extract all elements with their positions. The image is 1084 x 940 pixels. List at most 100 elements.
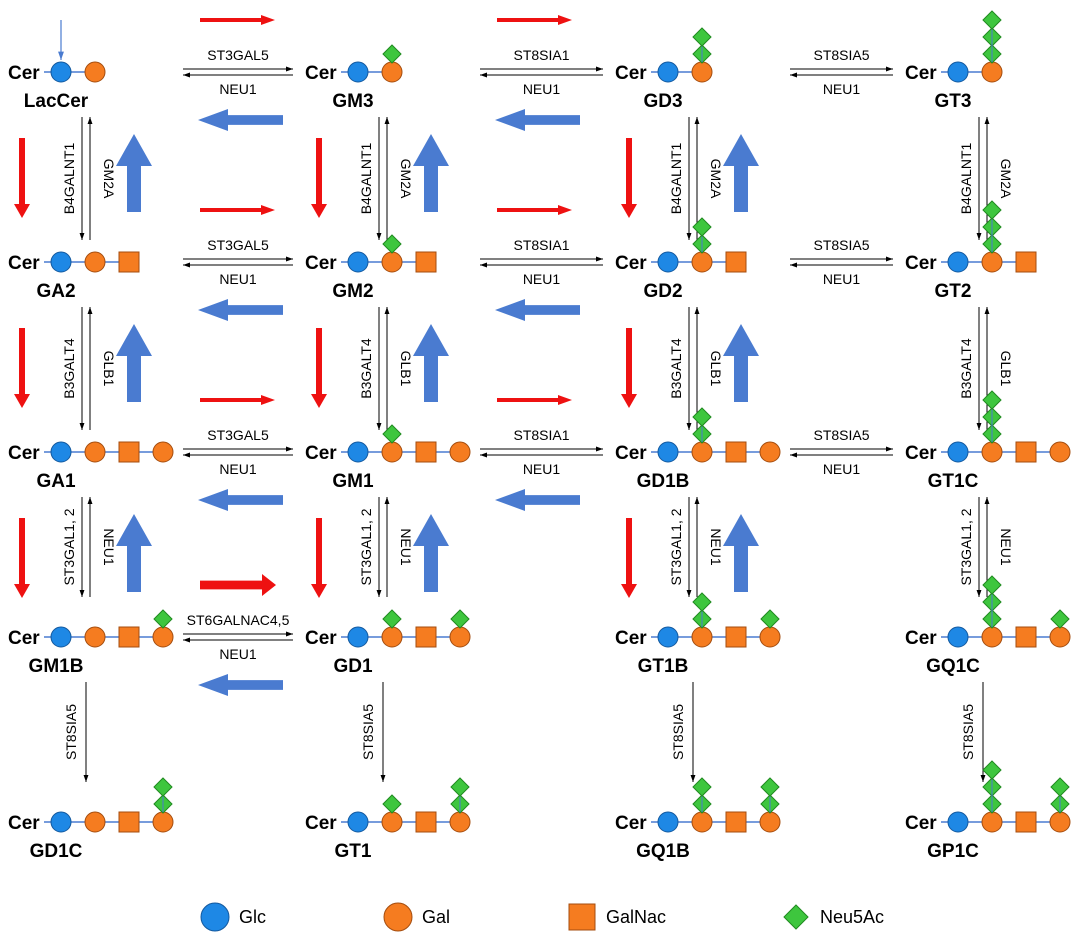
cer-label: Cer: [905, 63, 937, 84]
reverse-enzyme-label: NEU1: [823, 81, 861, 97]
forward-enzyme-label: B4GALNT1: [958, 142, 974, 214]
forward-enzyme-label: ST3GAL1, 2: [668, 508, 684, 585]
forward-enzyme-label: ST8SIA5: [360, 704, 376, 760]
glc-residue: [657, 811, 679, 833]
neu5ac-residue: [1050, 777, 1070, 797]
ganglioside-name: GD1: [333, 656, 373, 677]
glc-residue: [947, 441, 969, 463]
forward-enzyme-label: ST3GAL1, 2: [61, 508, 77, 585]
gal-residue: [759, 626, 781, 648]
galnac-residue: [1015, 626, 1037, 648]
reverse-enzyme-label: NEU1: [523, 271, 561, 287]
cer-label: Cer: [615, 63, 647, 84]
gal-residue: [84, 811, 106, 833]
legend-swatch: [383, 902, 413, 932]
reverse-enzyme-label: NEU1: [823, 271, 861, 287]
reaction-gm1b-gd1c: ST8SIA5: [63, 682, 89, 782]
gal-residue: [1049, 441, 1071, 463]
gal-residue: [84, 251, 106, 273]
cer-label: Cer: [615, 443, 647, 464]
ganglioside-name: GT1B: [638, 656, 689, 677]
neu5ac-residue: [692, 592, 712, 612]
gal-residue: [691, 626, 713, 648]
legend-swatch: [568, 903, 596, 931]
ganglioside-name: GA2: [36, 281, 75, 302]
cer-label: Cer: [905, 443, 937, 464]
galnac-residue: [118, 441, 140, 463]
gal-residue: [691, 811, 713, 833]
legend-label: Glc: [239, 907, 266, 927]
gal-residue: [381, 626, 403, 648]
legend-swatch: [200, 902, 230, 932]
gal-residue: [1049, 811, 1071, 833]
glc-residue: [50, 626, 72, 648]
gal-residue: [381, 441, 403, 463]
gal-residue: [981, 811, 1003, 833]
synthesis-arrow-down: [14, 518, 30, 598]
glc-residue: [50, 61, 72, 83]
gal-residue: [381, 811, 403, 833]
neu5ac-residue: [153, 777, 173, 797]
gal-residue: [152, 811, 174, 833]
glc-residue: [657, 251, 679, 273]
cer-label: Cer: [615, 253, 647, 274]
neu5ac-residue: [382, 424, 402, 444]
reaction-gt1b-gq1b: ST8SIA5: [670, 682, 696, 782]
ganglioside-name: GD1B: [637, 471, 690, 492]
degradation-arrow-left: [495, 299, 580, 321]
gal-residue: [84, 441, 106, 463]
degradation-arrow-up: [723, 134, 759, 212]
legend-swatch: [783, 904, 809, 930]
synthesis-arrow-down: [14, 138, 30, 218]
reverse-enzyme-label: NEU1: [708, 528, 724, 566]
cer-label: Cer: [8, 63, 40, 84]
degradation-arrow-left: [495, 109, 580, 131]
synthesis-arrow-down: [14, 328, 30, 408]
gal-residue: [449, 441, 471, 463]
gal-residue: [1049, 626, 1071, 648]
synthesis-arrow-right: [200, 15, 275, 25]
reverse-enzyme-label: GLB1: [998, 351, 1014, 387]
forward-enzyme-label: ST8SIA1: [513, 47, 569, 63]
cer-label: Cer: [305, 443, 337, 464]
neu5ac-residue: [692, 217, 712, 237]
forward-enzyme-label: ST8SIA5: [813, 237, 869, 253]
forward-enzyme-label: B3GALT4: [958, 338, 974, 399]
flux-arrows-layer: [14, 15, 759, 696]
ganglioside-name: GT1C: [928, 471, 979, 492]
degradation-arrow-up: [413, 514, 449, 592]
neu5ac-residue: [382, 794, 402, 814]
galnac-residue: [725, 441, 747, 463]
forward-enzyme-label: ST8SIA1: [513, 237, 569, 253]
legend-label: Gal: [422, 907, 450, 927]
ganglioside-name: GM3: [332, 91, 373, 112]
ganglioside-name: GM1B: [29, 656, 84, 677]
cer-label: Cer: [8, 443, 40, 464]
neu5ac-residue: [982, 760, 1002, 780]
forward-enzyme-label: B3GALT4: [61, 338, 77, 399]
galnac-residue: [1015, 811, 1037, 833]
degradation-arrow-up: [116, 324, 152, 402]
degradation-arrow-up: [413, 134, 449, 212]
glc-residue: [50, 441, 72, 463]
neu5ac-residue: [692, 407, 712, 427]
glc-residue: [947, 811, 969, 833]
ganglioside-name: GA1: [36, 471, 76, 492]
glc-residue: [347, 811, 369, 833]
